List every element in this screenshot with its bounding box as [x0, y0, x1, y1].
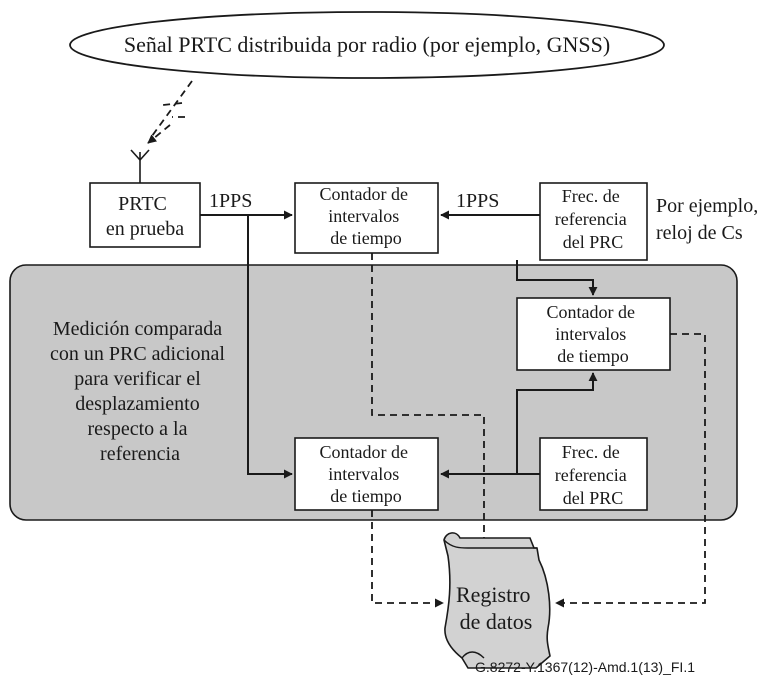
cs-note: Por ejemplo, reloj de Cs	[656, 195, 763, 244]
signal-label: Señal PRTC distribuida por radio (por ej…	[124, 32, 610, 57]
figure-id: G.8272-Y.1367(12)-Amd.1(13)_FI.1	[475, 659, 695, 675]
prtc-label: PRTC en prueba	[106, 193, 184, 240]
pps-label-right: 1PPS	[456, 190, 499, 212]
tic-box-right	[516, 297, 671, 371]
signal-ellipse	[69, 11, 665, 79]
antenna-icon	[130, 149, 150, 183]
prc-box-top	[539, 182, 648, 261]
data-log-scroll	[443, 532, 551, 669]
panel-description: Medición comparada con un PRC adicional …	[50, 318, 230, 465]
pps-label-left: 1PPS	[209, 190, 252, 212]
radio-link	[147, 80, 193, 144]
prc-label-bottom: Frec. de referencia del PRC	[555, 442, 631, 508]
tic-label-bottom: Contador de intervalos de tiempo	[320, 442, 413, 506]
prc-label-top: Frec. de referencia del PRC	[555, 186, 631, 252]
prc-box-bottom	[539, 437, 648, 511]
dashed-connections	[371, 253, 706, 608]
solid-connections	[200, 210, 598, 479]
tic-box-top	[294, 182, 439, 254]
tic-box-bottom	[294, 437, 439, 511]
data-log-label: Registro de datos	[456, 582, 536, 634]
tic-label-right: Contador de intervalos de tiempo	[547, 302, 640, 366]
tic-label-top: Contador de intervalos de tiempo	[320, 184, 413, 248]
